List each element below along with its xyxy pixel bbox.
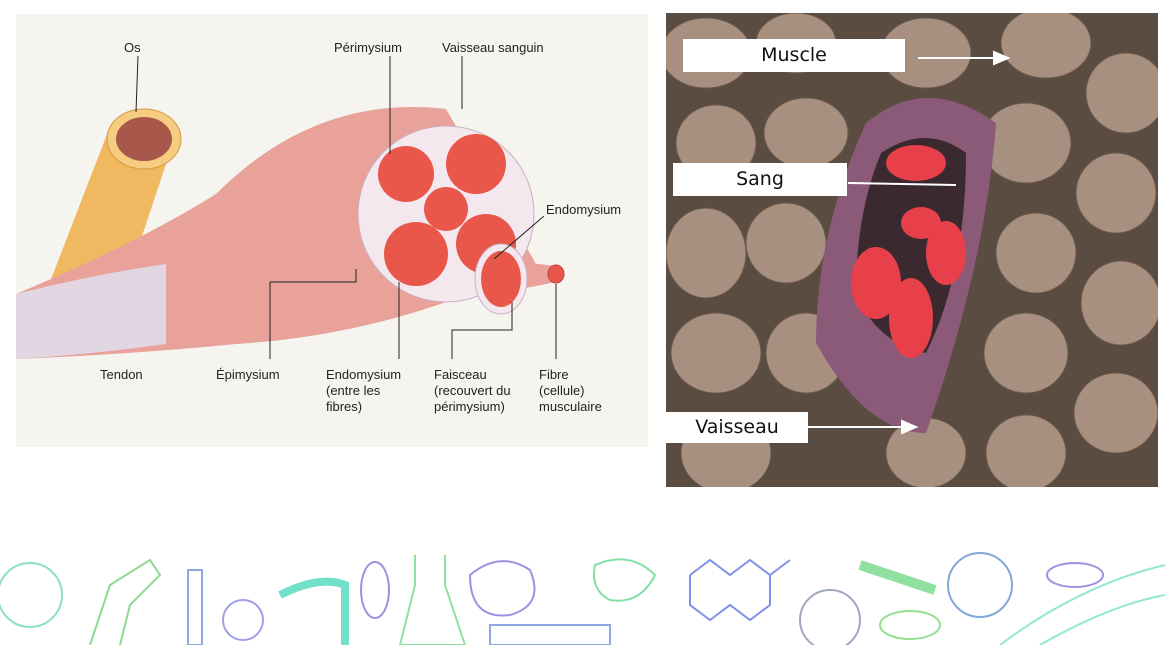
rack-icon — [489, 624, 611, 645]
tube-icon — [858, 560, 937, 595]
label-line: périmysium) — [434, 399, 505, 414]
microscope-photo: Muscle Sang Vaisseau — [666, 13, 1158, 487]
label-perimysium: Périmysium — [334, 40, 402, 55]
label-epimysium: Épimysium — [216, 367, 280, 382]
label-line: (entre les — [326, 383, 381, 398]
label-endomysium-fibres: Endomysium (entre les fibres) — [326, 367, 401, 415]
muscle-structure-diagram: Os Périmysium Vaisseau sanguin Endomysiu… — [16, 14, 648, 447]
label-fibre: Fibre (cellule) musculaire — [539, 367, 602, 415]
sem-image — [666, 13, 1158, 487]
bacteria-icon — [360, 561, 390, 619]
molecule-icon — [689, 558, 791, 622]
label-line: (recouvert du — [434, 383, 511, 398]
label-tendon: Tendon — [100, 367, 143, 382]
amoeba-icon — [593, 558, 657, 602]
test-tube-icon — [187, 569, 203, 645]
petri-dish-icon — [947, 552, 1013, 618]
label-line: Faisceau — [434, 367, 487, 382]
muscle-illustration — [16, 55, 565, 359]
capsule-icon — [879, 610, 941, 640]
label-endomysium: Endomysium — [546, 202, 622, 217]
science-decoration-band — [0, 552, 1165, 645]
dna-icon — [999, 564, 1165, 645]
label-line: musculaire — [539, 399, 602, 414]
cell-icon — [468, 560, 536, 617]
beaker-flask-icon — [799, 589, 861, 645]
wash-bottle-icon — [278, 577, 349, 645]
tendon-shape — [16, 264, 166, 359]
round-flask-icon — [222, 599, 264, 641]
label-line: fibres) — [326, 399, 363, 414]
label-os: Os — [124, 40, 141, 55]
flask-icon — [0, 562, 63, 628]
label-line: Fibre — [539, 367, 569, 382]
bacillus-icon — [1046, 562, 1104, 588]
microscope-icon — [89, 558, 162, 645]
label-sang: Sang — [673, 163, 847, 196]
erlenmeyer-icon — [398, 555, 467, 645]
label-muscle: Muscle — [683, 39, 905, 72]
label-line: (cellule) — [539, 383, 585, 398]
label-vaisseau: Vaisseau — [666, 412, 808, 443]
label-faisceau: Faisceau (recouvert du périmysium) — [434, 367, 511, 415]
label-line: Endomysium — [326, 367, 402, 382]
label-vaisseau-sanguin: Vaisseau sanguin — [442, 40, 544, 55]
